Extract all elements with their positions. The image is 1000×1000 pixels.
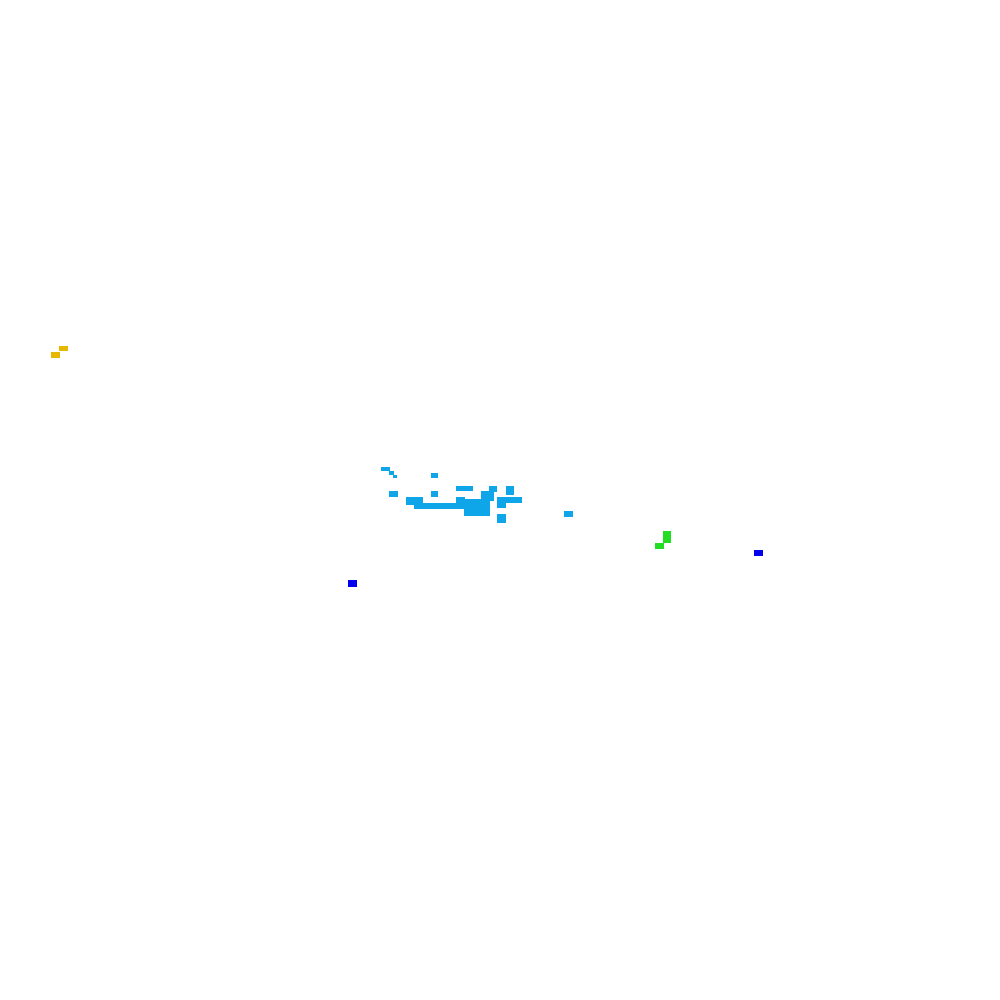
green-pixel-cluster-block [663,531,671,543]
cyan-pixel-cluster-block [389,491,398,497]
yellow-pixel-cluster-block [51,352,60,358]
cyan-pixel-cluster-block [431,491,438,497]
cyan-pixel-cluster-block [506,497,522,503]
cyan-pixel-cluster-block [456,497,465,503]
yellow-pixel-cluster-block [59,346,68,351]
cyan-pixel-cluster-block [481,491,494,501]
cyan-pixel-cluster-block [497,514,506,523]
cyan-pixel-cluster-block [464,507,490,516]
green-pixel-cluster-block [655,543,664,549]
cyan-pixel-cluster-block [393,475,397,478]
cyan-pixel-cluster-block [497,497,506,508]
cyan-pixel-cluster-block [464,499,490,507]
cyan-pixel-cluster-block [381,467,390,471]
cyan-pixel-cluster-block [406,497,423,505]
cyan-pixel-cluster-block [389,471,394,475]
cyan-pixel-cluster-block [489,486,497,492]
cyan-pixel-cluster-block [414,503,464,509]
blue-pixel-marker-left-block [348,580,357,587]
blue-pixel-marker-right-block [754,550,763,556]
cyan-pixel-cluster-block [506,486,514,495]
cyan-pixel-cluster-block [564,511,573,517]
cyan-pixel-cluster-block [456,486,473,491]
cyan-pixel-cluster-block [431,473,438,478]
